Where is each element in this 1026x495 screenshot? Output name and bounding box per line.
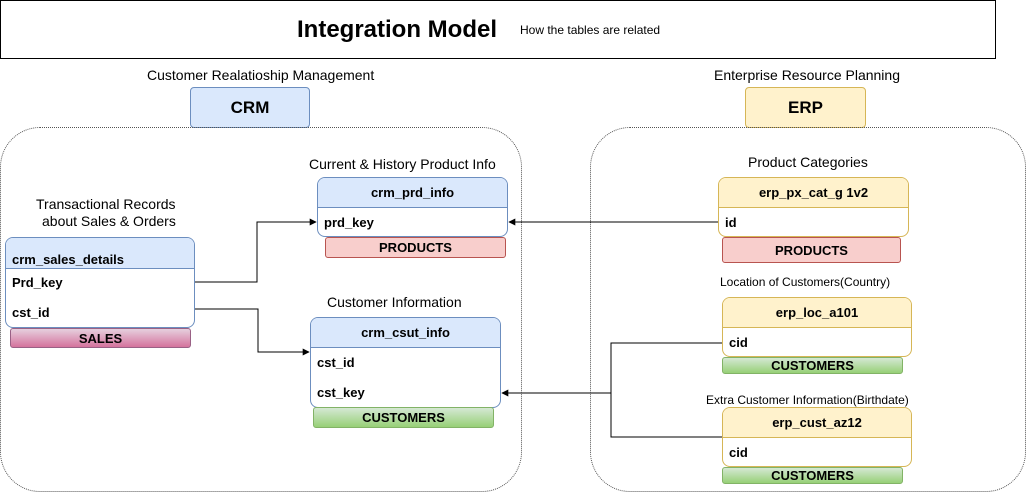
crm-sales-details-table[interactable]: crm_sales_details Prd_key cst_id <box>5 237 195 328</box>
customers-tag: CUSTOMERS <box>722 357 903 374</box>
erp-section-label: Enterprise Resource Planning <box>714 67 900 83</box>
field-cid: cid <box>729 445 748 460</box>
field-prd-key: prd_key <box>324 215 374 230</box>
field-cst-key: cst_key <box>317 385 365 400</box>
customers-tag: CUSTOMERS <box>313 407 494 428</box>
edge-sales-to-prd <box>195 218 317 283</box>
edge-loc-to-cust <box>501 342 722 397</box>
field-cst-id: cst_id <box>317 355 355 370</box>
az-note: Extra Customer Information(Birthdate) <box>706 393 909 407</box>
products-tag: PRODUCTS <box>325 237 506 258</box>
cat-note: Product Categories <box>748 154 868 170</box>
crm-section-label: Customer Realatioship Management <box>147 67 375 83</box>
crm-group <box>0 127 522 492</box>
field-prd-key: Prd_key <box>12 275 63 290</box>
title-box <box>0 0 996 59</box>
page-subtitle: How the tables are related <box>520 23 661 37</box>
edge-sales-to-cust <box>195 308 310 356</box>
edge-az-to-cust <box>610 393 722 438</box>
page-title: Integration Model <box>297 16 497 43</box>
field-cid: cid <box>729 335 748 350</box>
table-header: erp_px_cat_g 1v2 <box>719 178 908 208</box>
sales-note-line2: about Sales & Orders <box>42 213 176 229</box>
erp-header: ERP <box>745 87 866 128</box>
loc-note: Location of Customers(Country) <box>720 275 891 289</box>
table-header: erp_cust_az12 <box>723 408 911 438</box>
erp-px-cat-table[interactable]: erp_px_cat_g 1v2 id <box>718 177 909 237</box>
table-header: crm_prd_info <box>318 178 507 208</box>
prd-note: Current & History Product Info <box>309 156 496 172</box>
crm-prd-info-table[interactable]: crm_prd_info prd_key <box>317 177 508 237</box>
products-tag: PRODUCTS <box>722 237 901 263</box>
table-header: crm_csut_info <box>311 318 500 348</box>
cust-note: Customer Information <box>327 294 462 310</box>
erp-loc-a101-table[interactable]: erp_loc_a101 cid <box>722 297 912 357</box>
crm-header: CRM <box>190 87 310 128</box>
sales-tag: SALES <box>10 328 191 348</box>
table-header: crm_sales_details <box>6 238 194 269</box>
sales-note-line1: Transactional Records <box>36 196 176 212</box>
customers-tag: CUSTOMERS <box>722 467 903 484</box>
erp-cust-az12-table[interactable]: erp_cust_az12 cid <box>722 407 912 467</box>
field-cst-id: cst_id <box>12 305 50 320</box>
field-id: id <box>725 215 737 230</box>
table-header: erp_loc_a101 <box>723 298 911 328</box>
crm-csut-info-table[interactable]: crm_csut_info cst_id cst_key <box>310 317 501 408</box>
